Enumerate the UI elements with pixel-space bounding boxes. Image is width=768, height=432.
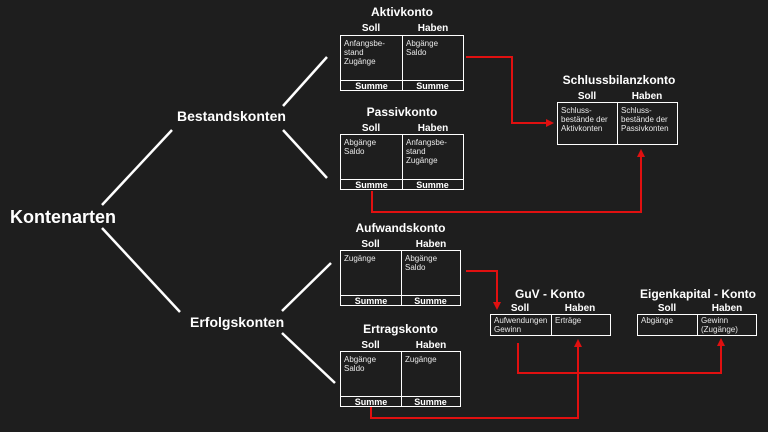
haben-header: Haben: [631, 91, 663, 102]
haben-header: Haben: [711, 303, 743, 314]
soll-header: Soll: [361, 123, 381, 134]
branch-line-root-stock: [101, 129, 173, 206]
account-title: Passivkonto: [366, 105, 438, 119]
haben-entries: Erträge: [555, 316, 582, 325]
haben-header: Haben: [415, 340, 447, 351]
haben-entries: Zugänge: [405, 355, 437, 364]
branch-line-result-aufwand: [281, 262, 332, 312]
sum-divider: [341, 80, 463, 81]
soll-entries: Abgänge Saldo: [344, 138, 377, 156]
t-account-box: Abgänge Saldo Zugänge Summe Summe: [340, 351, 461, 407]
account-title: Schlussbilanzkonto: [562, 73, 676, 87]
haben-entries: Abgänge Saldo: [406, 39, 439, 57]
arrow-aktiv-to-sbk: [466, 56, 554, 127]
soll-entries: Aufwendungen Gewinn: [494, 316, 548, 334]
haben-entries: Anfangsbe- stand Zugänge: [406, 138, 447, 165]
sum-divider: [341, 295, 460, 296]
account-title: Aktivkonto: [370, 5, 433, 19]
sum-divider: [341, 396, 460, 397]
branch-line-root-result: [101, 227, 181, 313]
soll-header: Soll: [361, 340, 380, 351]
soll-sum-label: Summe: [355, 81, 388, 91]
account-title: Eigenkapital - Konto: [639, 287, 756, 301]
soll-sum-label: Summe: [354, 296, 388, 306]
column-divider: [551, 315, 552, 335]
category-label-stock: Bestandskonten: [177, 108, 286, 124]
column-divider: [697, 315, 698, 335]
column-divider: [402, 36, 403, 90]
soll-header: Soll: [657, 303, 677, 314]
soll-sum-label: Summe: [354, 397, 388, 407]
haben-sum-label: Summe: [416, 81, 449, 91]
soll-entries: Abgänge Saldo: [344, 355, 377, 373]
branch-line-result-ertrag: [281, 332, 336, 384]
haben-header: Haben: [564, 303, 596, 314]
haben-entries: Abgänge Saldo: [405, 254, 438, 272]
t-account-box: Schluss- bestände der Aktivkonten Schlus…: [557, 102, 678, 145]
soll-entries: Zugänge: [344, 254, 376, 263]
haben-header: Haben: [417, 23, 449, 34]
soll-entries: Anfangsbe- stand Zugänge: [344, 39, 385, 66]
account-title: Ertragskonto: [363, 322, 438, 336]
root-label: Kontenarten: [10, 207, 117, 227]
sum-divider: [341, 179, 463, 180]
t-account-box: Abgänge Gewinn (Zugänge): [637, 314, 757, 336]
arrow-passiv-to-sbk: [371, 149, 645, 213]
category-label-result: Erfolgskonten: [190, 314, 285, 330]
haben-header: Haben: [415, 239, 447, 250]
haben-sum-label: Summe: [414, 296, 447, 306]
column-divider: [401, 251, 402, 305]
branch-line-stock-aktiv: [282, 56, 328, 107]
column-divider: [402, 135, 403, 189]
soll-header: Soll: [510, 303, 530, 314]
t-account-box: Aufwendungen Gewinn Erträge: [490, 314, 611, 336]
account-title: Aufwandskonto: [355, 221, 446, 235]
arrow-guv-to-ek: [517, 338, 725, 374]
haben-header: Haben: [417, 123, 449, 134]
soll-entries: Schluss- bestände der Aktivkonten: [561, 106, 608, 133]
haben-sum-label: Summe: [414, 397, 447, 407]
account-title: GuV - Konto: [515, 287, 585, 301]
soll-header: Soll: [361, 23, 381, 34]
haben-entries: Schluss- bestände der Passivkonten: [621, 106, 669, 133]
haben-entries: Gewinn (Zugänge): [701, 316, 738, 334]
arrow-aufwand-to-guv: [466, 270, 501, 310]
t-account-box: Anfangsbe- stand Zugänge Abgänge Saldo S…: [340, 35, 464, 91]
branch-line-stock-passiv: [282, 129, 328, 179]
soll-sum-label: Summe: [355, 180, 388, 190]
column-divider: [401, 352, 402, 406]
haben-sum-label: Summe: [416, 180, 449, 190]
soll-header: Soll: [577, 91, 597, 102]
t-account-box: Abgänge Saldo Anfangsbe- stand Zugänge S…: [340, 134, 464, 190]
soll-header: Soll: [361, 239, 380, 250]
soll-entries: Abgänge: [641, 316, 674, 325]
column-divider: [617, 103, 618, 144]
arrow-ertrag-to-guv: [370, 339, 582, 419]
t-account-box: Zugänge Abgänge Saldo Summe Summe: [340, 250, 461, 306]
